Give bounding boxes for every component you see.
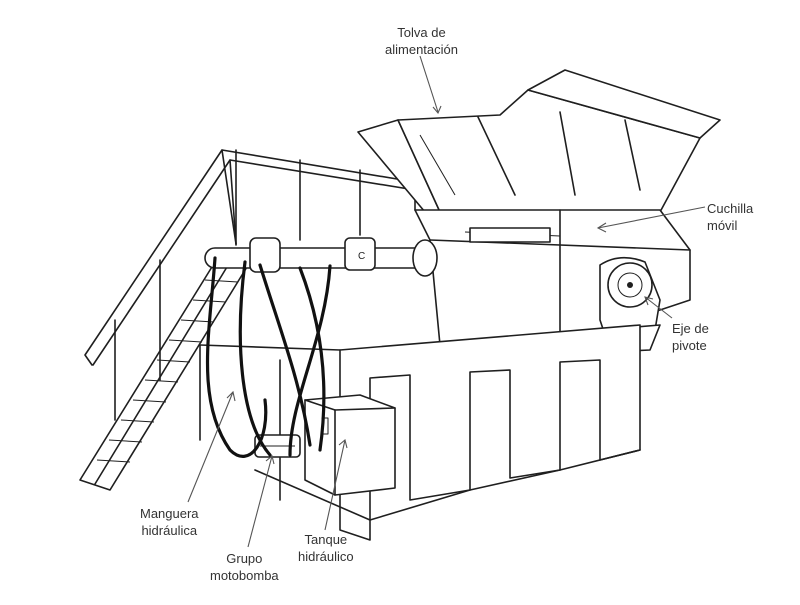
hydraulic-hoses bbox=[205, 256, 332, 458]
label-hopper: Tolva de alimentación bbox=[385, 24, 458, 58]
label-hopper-line-2: alimentación bbox=[385, 42, 458, 57]
label-blade-line-1: Cuchilla bbox=[707, 201, 754, 216]
label-pivot: Eje de pivote bbox=[672, 320, 709, 354]
label-pump-line-1: Grupo bbox=[226, 551, 263, 566]
label-hose-line-1: Manguera bbox=[140, 506, 199, 521]
hydraulic-tank bbox=[304, 394, 396, 496]
support-frame bbox=[199, 324, 641, 541]
label-pivot-line-1: Eje de bbox=[672, 321, 709, 336]
label-pivot-line-2: pivote bbox=[672, 338, 707, 353]
label-hopper-line-1: Tolva de bbox=[397, 25, 446, 40]
label-pump-line-2: motobomba bbox=[210, 568, 279, 583]
label-tank: Tanque hidráulico bbox=[298, 531, 354, 565]
label-pump: Grupo motobomba bbox=[210, 550, 279, 584]
cylinder-mark: C bbox=[358, 251, 365, 262]
hydraulic-cylinder: C bbox=[204, 237, 438, 277]
label-tank-line-1: Tanque bbox=[304, 532, 348, 547]
feed-hopper bbox=[357, 69, 721, 213]
label-blade-line-2: móvil bbox=[707, 218, 738, 233]
label-blade: Cuchilla móvil bbox=[707, 200, 753, 234]
label-hose: Manguera hidráulica bbox=[140, 505, 199, 539]
label-tank-line-2: hidráulico bbox=[298, 549, 354, 564]
label-hose-line-2: hidráulica bbox=[141, 523, 198, 538]
callout-arrows bbox=[187, 55, 706, 548]
